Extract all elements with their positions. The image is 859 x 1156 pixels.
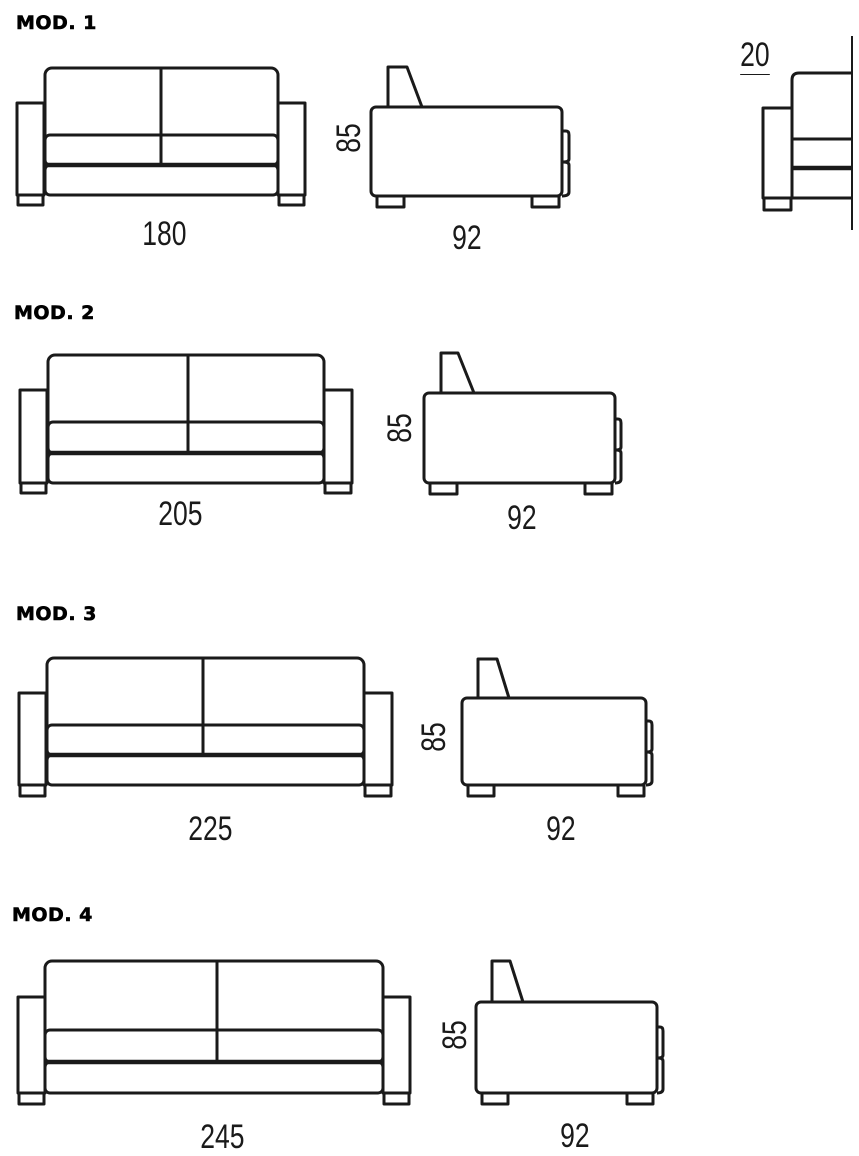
model-2-height-label: 85 (380, 413, 419, 443)
foot-right (382, 1091, 411, 1106)
armrest-left (16, 995, 47, 1095)
side-body (460, 696, 648, 787)
side-view (460, 657, 654, 798)
model-2-heading: MOD. 2 (14, 302, 95, 324)
model-3-depth-label: 92 (546, 810, 576, 848)
side-body (474, 1000, 659, 1095)
side-foot-2 (625, 1091, 655, 1106)
side-foot-2 (583, 481, 614, 496)
armrest-right (362, 691, 394, 787)
base-cushion (43, 163, 280, 197)
seat-cushion (46, 420, 326, 455)
side-body (422, 391, 617, 485)
armrest-left (15, 101, 46, 197)
model-2-drawing (18, 351, 623, 496)
model-3-drawing (17, 656, 654, 798)
side-view (474, 959, 665, 1106)
arm-width-detail (761, 36, 853, 230)
side-foot-2 (530, 194, 561, 209)
side-backrest (476, 657, 511, 700)
front-view (16, 959, 412, 1106)
seat-cushion (45, 723, 366, 757)
model-4-drawing (16, 959, 665, 1106)
model-2-width-label: 205 (158, 495, 203, 533)
model-4-depth-label: 92 (560, 1117, 590, 1155)
side-foot-1 (480, 1091, 510, 1106)
model-4-heading: MOD. 4 (12, 904, 93, 926)
armrest-right (276, 101, 307, 197)
foot-left (17, 1091, 46, 1106)
side-backrest (439, 351, 476, 395)
base-cushion (45, 753, 366, 787)
armrest-left (18, 388, 49, 485)
model-1-width-label: 180 (142, 215, 187, 253)
foot-left (18, 783, 47, 798)
model-1-drawing (15, 65, 571, 209)
armrest-left (17, 691, 48, 787)
model-1-depth-label: 92 (452, 219, 482, 257)
front-view (18, 353, 354, 495)
model-4-height-label: 85 (435, 1020, 474, 1050)
side-foot-1 (375, 194, 406, 209)
model-4-width-label: 245 (200, 1118, 245, 1156)
front-view (15, 66, 307, 207)
side-view (422, 351, 623, 496)
arm-width-label: 20 (740, 36, 770, 75)
base-cushion (43, 1060, 385, 1095)
side-foot-1 (428, 481, 459, 496)
side-backrest (490, 959, 525, 1004)
model-2-depth-label: 92 (507, 499, 537, 537)
model-3-heading: MOD. 3 (16, 603, 97, 625)
seat-cushion (43, 1028, 385, 1064)
armrest-right (322, 388, 354, 485)
front-view (17, 656, 394, 798)
side-backrest (386, 65, 424, 109)
side-foot-1 (466, 783, 496, 798)
detail-foot (762, 196, 793, 212)
side-view (369, 65, 571, 209)
model-3-height-label: 85 (414, 722, 453, 752)
model-1-height-label: 85 (329, 123, 368, 153)
detail-armrest (761, 106, 794, 200)
side-body (369, 105, 564, 198)
armrest-right (381, 995, 412, 1095)
detail-backrest (790, 71, 852, 198)
model-1-heading: MOD. 1 (16, 12, 97, 34)
base-cushion (46, 451, 326, 485)
model-3-width-label: 225 (188, 810, 233, 848)
foot-right (363, 783, 393, 798)
side-foot-2 (616, 783, 646, 798)
